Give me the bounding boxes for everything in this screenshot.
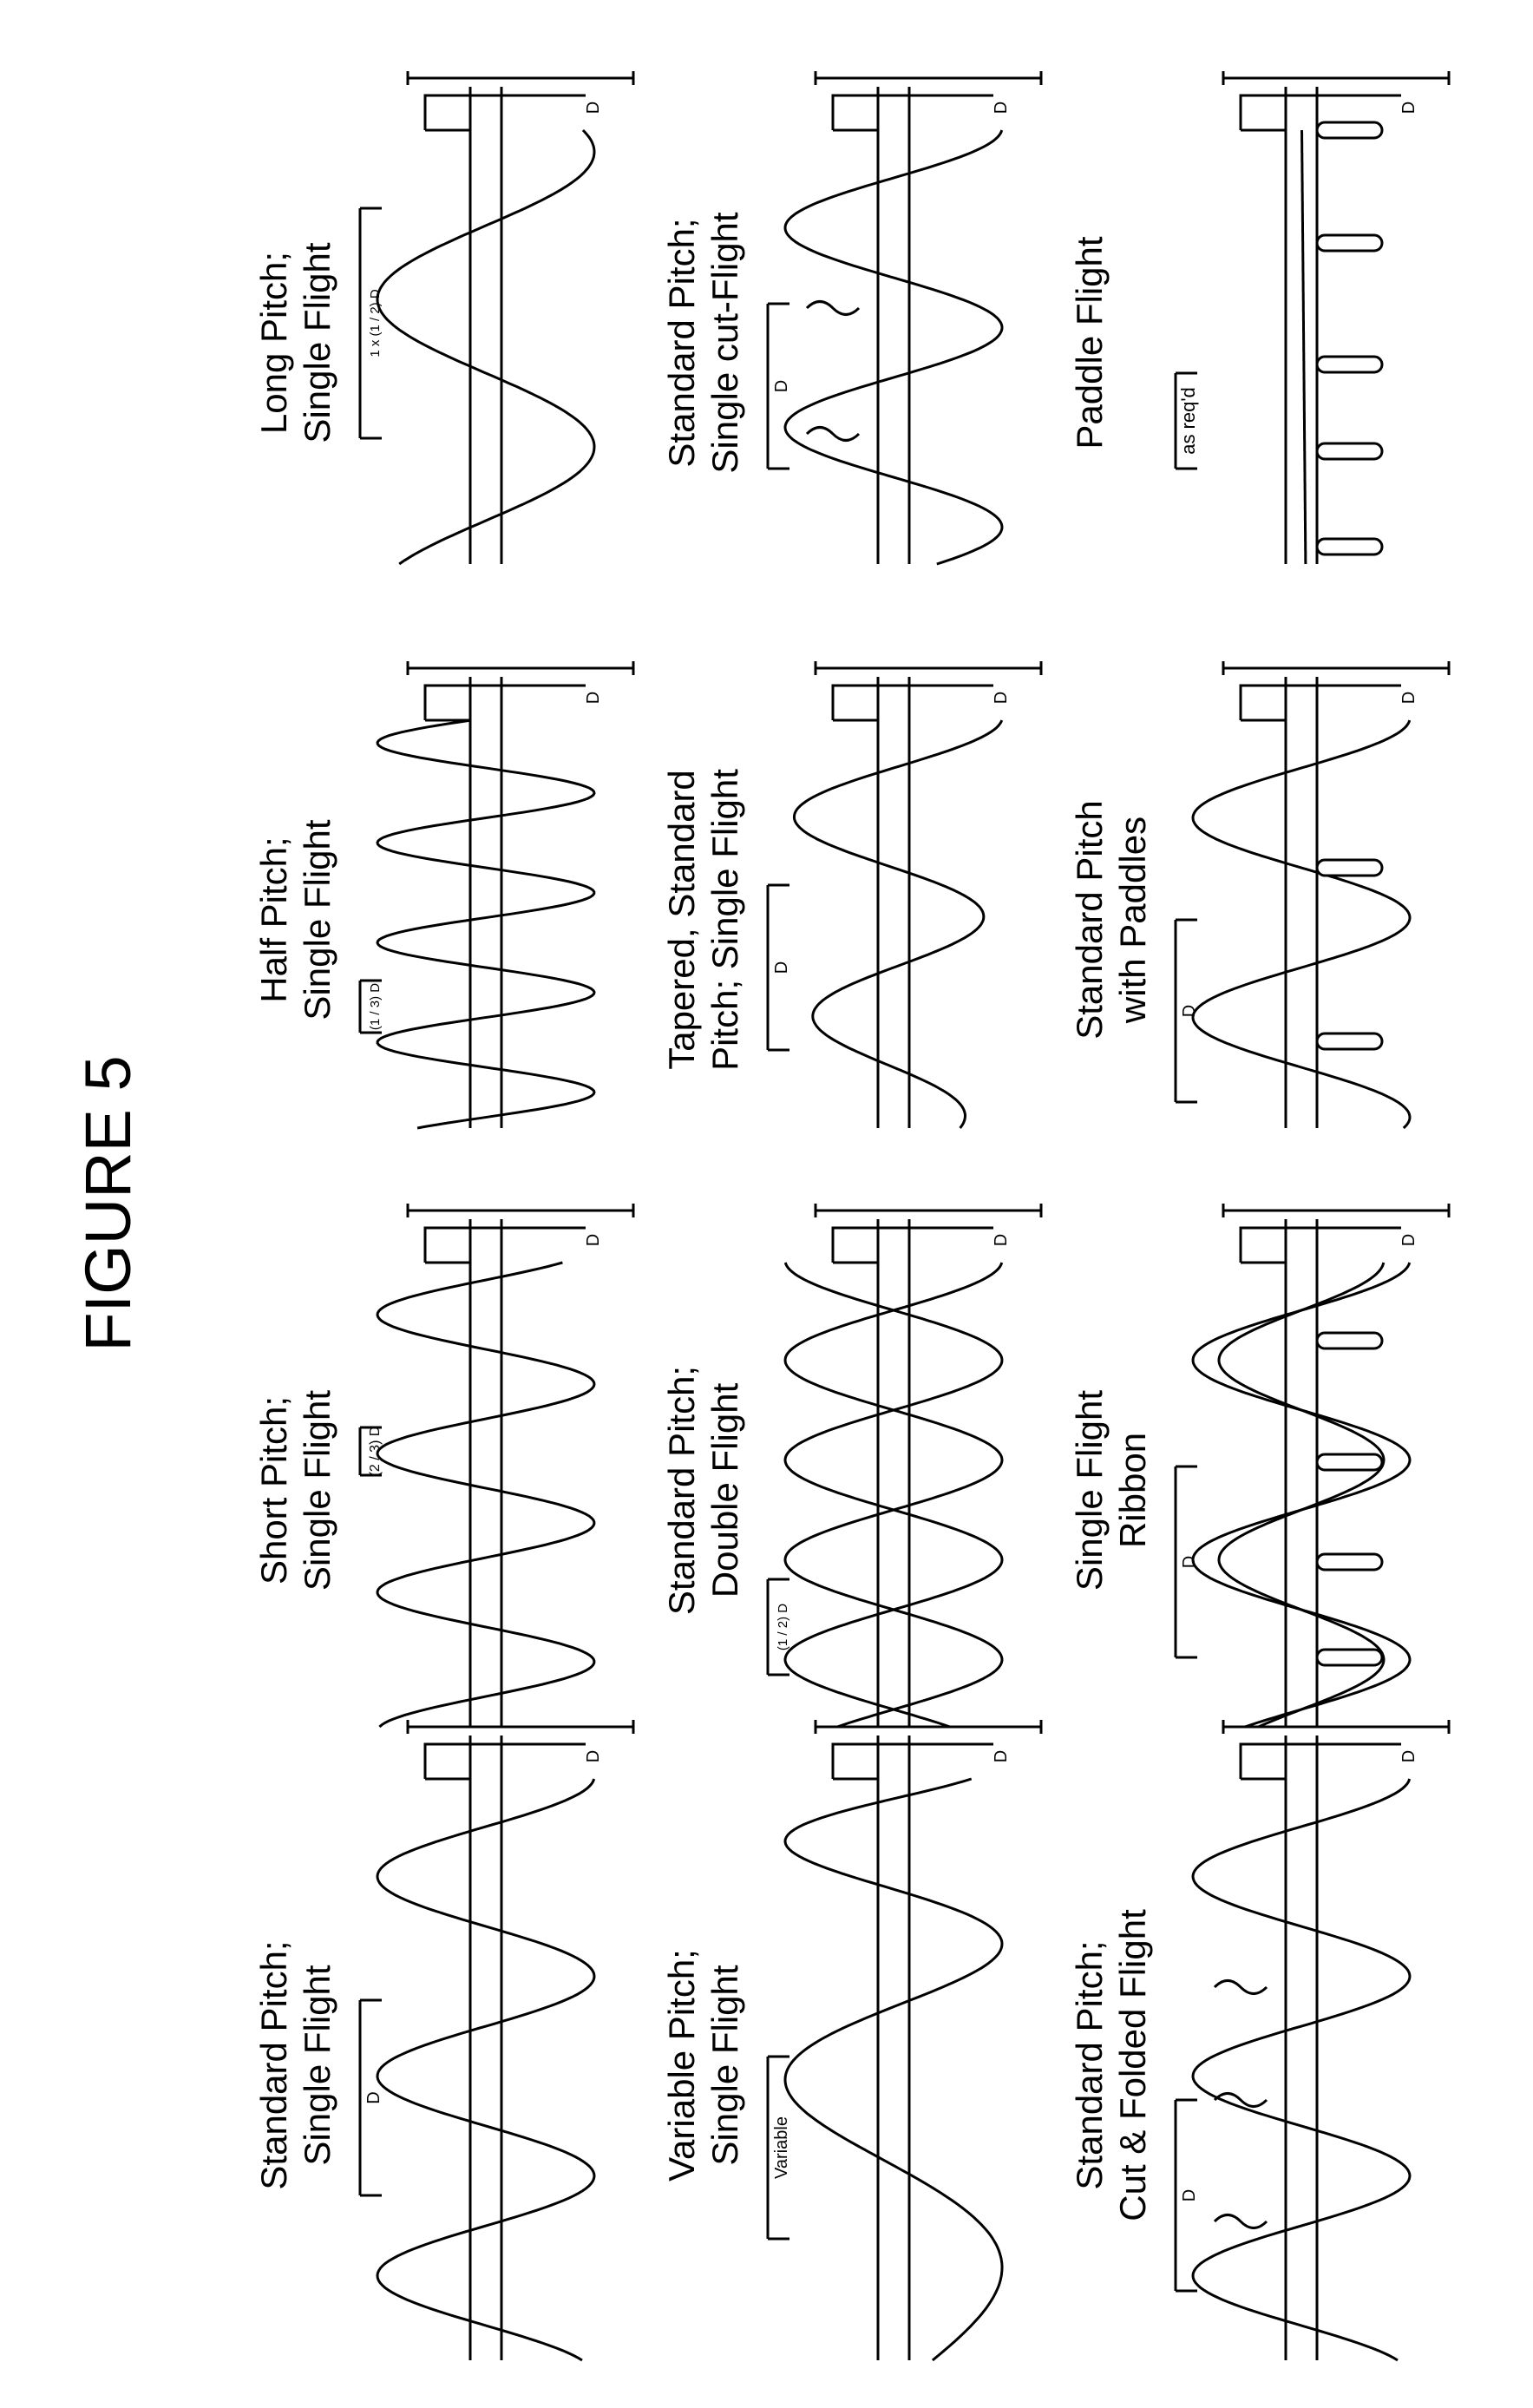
panel-title-line1: Tapered, Standard: [661, 770, 702, 1070]
panel-title-line2: Ribbon: [1112, 1433, 1153, 1548]
dimension-label: D: [584, 1750, 603, 1762]
panel-title-line1: Variable Pitch;: [661, 1949, 702, 2182]
pitch-label: as req'd: [1177, 387, 1199, 455]
dimension-label: D: [584, 1234, 603, 1246]
pitch-label: D: [1180, 1005, 1199, 1017]
dimension-label: D: [992, 1750, 1011, 1762]
dimension-label: D: [584, 102, 603, 114]
dimension-label: D: [992, 102, 1011, 114]
dimension-label: D: [1399, 1234, 1418, 1246]
panel-title-line1: Standard Pitch;: [661, 1366, 702, 1615]
paddle: [1317, 1033, 1382, 1049]
dimension-label: D: [992, 692, 1011, 704]
pitch-label: D: [1180, 2189, 1199, 2201]
panel-title-line1: Standard Pitch;: [661, 218, 702, 467]
dimension-label: D: [1399, 692, 1418, 704]
panel-title: Paddle Flight: [1069, 236, 1110, 449]
dimension-label: D: [1399, 1750, 1418, 1762]
panel-title-line2: Single cut-Flight: [704, 212, 745, 473]
paddle: [1317, 1333, 1382, 1348]
pitch-label: D: [772, 961, 791, 974]
paddle: [1317, 443, 1382, 459]
paddle: [1317, 235, 1382, 251]
panel-title-line2: Single Flight: [297, 1965, 337, 2165]
panel-title-line2: with Paddles: [1112, 817, 1153, 1024]
dimension-label: D: [992, 1234, 1011, 1246]
paddle: [1317, 1554, 1382, 1570]
panel-title-line1: Standard Pitch;: [1069, 1940, 1110, 2189]
panel-title-line2: Double Flight: [704, 1382, 745, 1598]
paddle: [1317, 1650, 1382, 1665]
pitch-label: Variable: [772, 2116, 791, 2179]
panel-title-line2: Single Flight: [297, 819, 337, 1020]
dimension-label: D: [584, 692, 603, 704]
figure-title: FIGURE 5: [72, 1055, 144, 1351]
panel-title-line2: Single Flight: [704, 1965, 745, 2165]
panel-title-line2: Single Flight: [297, 1390, 337, 1591]
panel-title-line1: Standard Pitch;: [253, 1940, 294, 2189]
panel-title-line1: Single Flight: [1069, 1390, 1110, 1591]
pitch-label: 1 x (1 / 2) D: [368, 289, 383, 358]
paddle: [1317, 122, 1382, 138]
panel-title-line2: Pitch; Single Flight: [704, 769, 745, 1071]
pitch-label: D: [1180, 1556, 1199, 1568]
panel-title-line1: Long Pitch;: [253, 252, 294, 434]
panel-title-line1: Short Pitch;: [253, 1396, 294, 1585]
paddle: [1317, 357, 1382, 372]
dimension-label: D: [1399, 102, 1418, 114]
pitch-label: (1 / 3) D: [368, 983, 383, 1030]
paddle: [1317, 539, 1382, 554]
panel-title-line1: Paddle Flight: [1069, 236, 1110, 449]
pitch-label: (2 / 3) D: [368, 1427, 383, 1477]
paddle: [1317, 1454, 1382, 1470]
pitch-label: D: [364, 2091, 383, 2103]
panel-title-line1: Half Pitch;: [253, 837, 294, 1002]
paddle: [1317, 860, 1382, 876]
panel-title-line2: Single Flight: [297, 242, 337, 443]
pitch-label: D: [772, 380, 791, 392]
panel-title-line1: Standard Pitch: [1069, 800, 1110, 1040]
pitch-label: (1 / 2) D: [776, 1604, 790, 1650]
panel-title-line2: Cut & Folded Flight: [1112, 1909, 1153, 2221]
